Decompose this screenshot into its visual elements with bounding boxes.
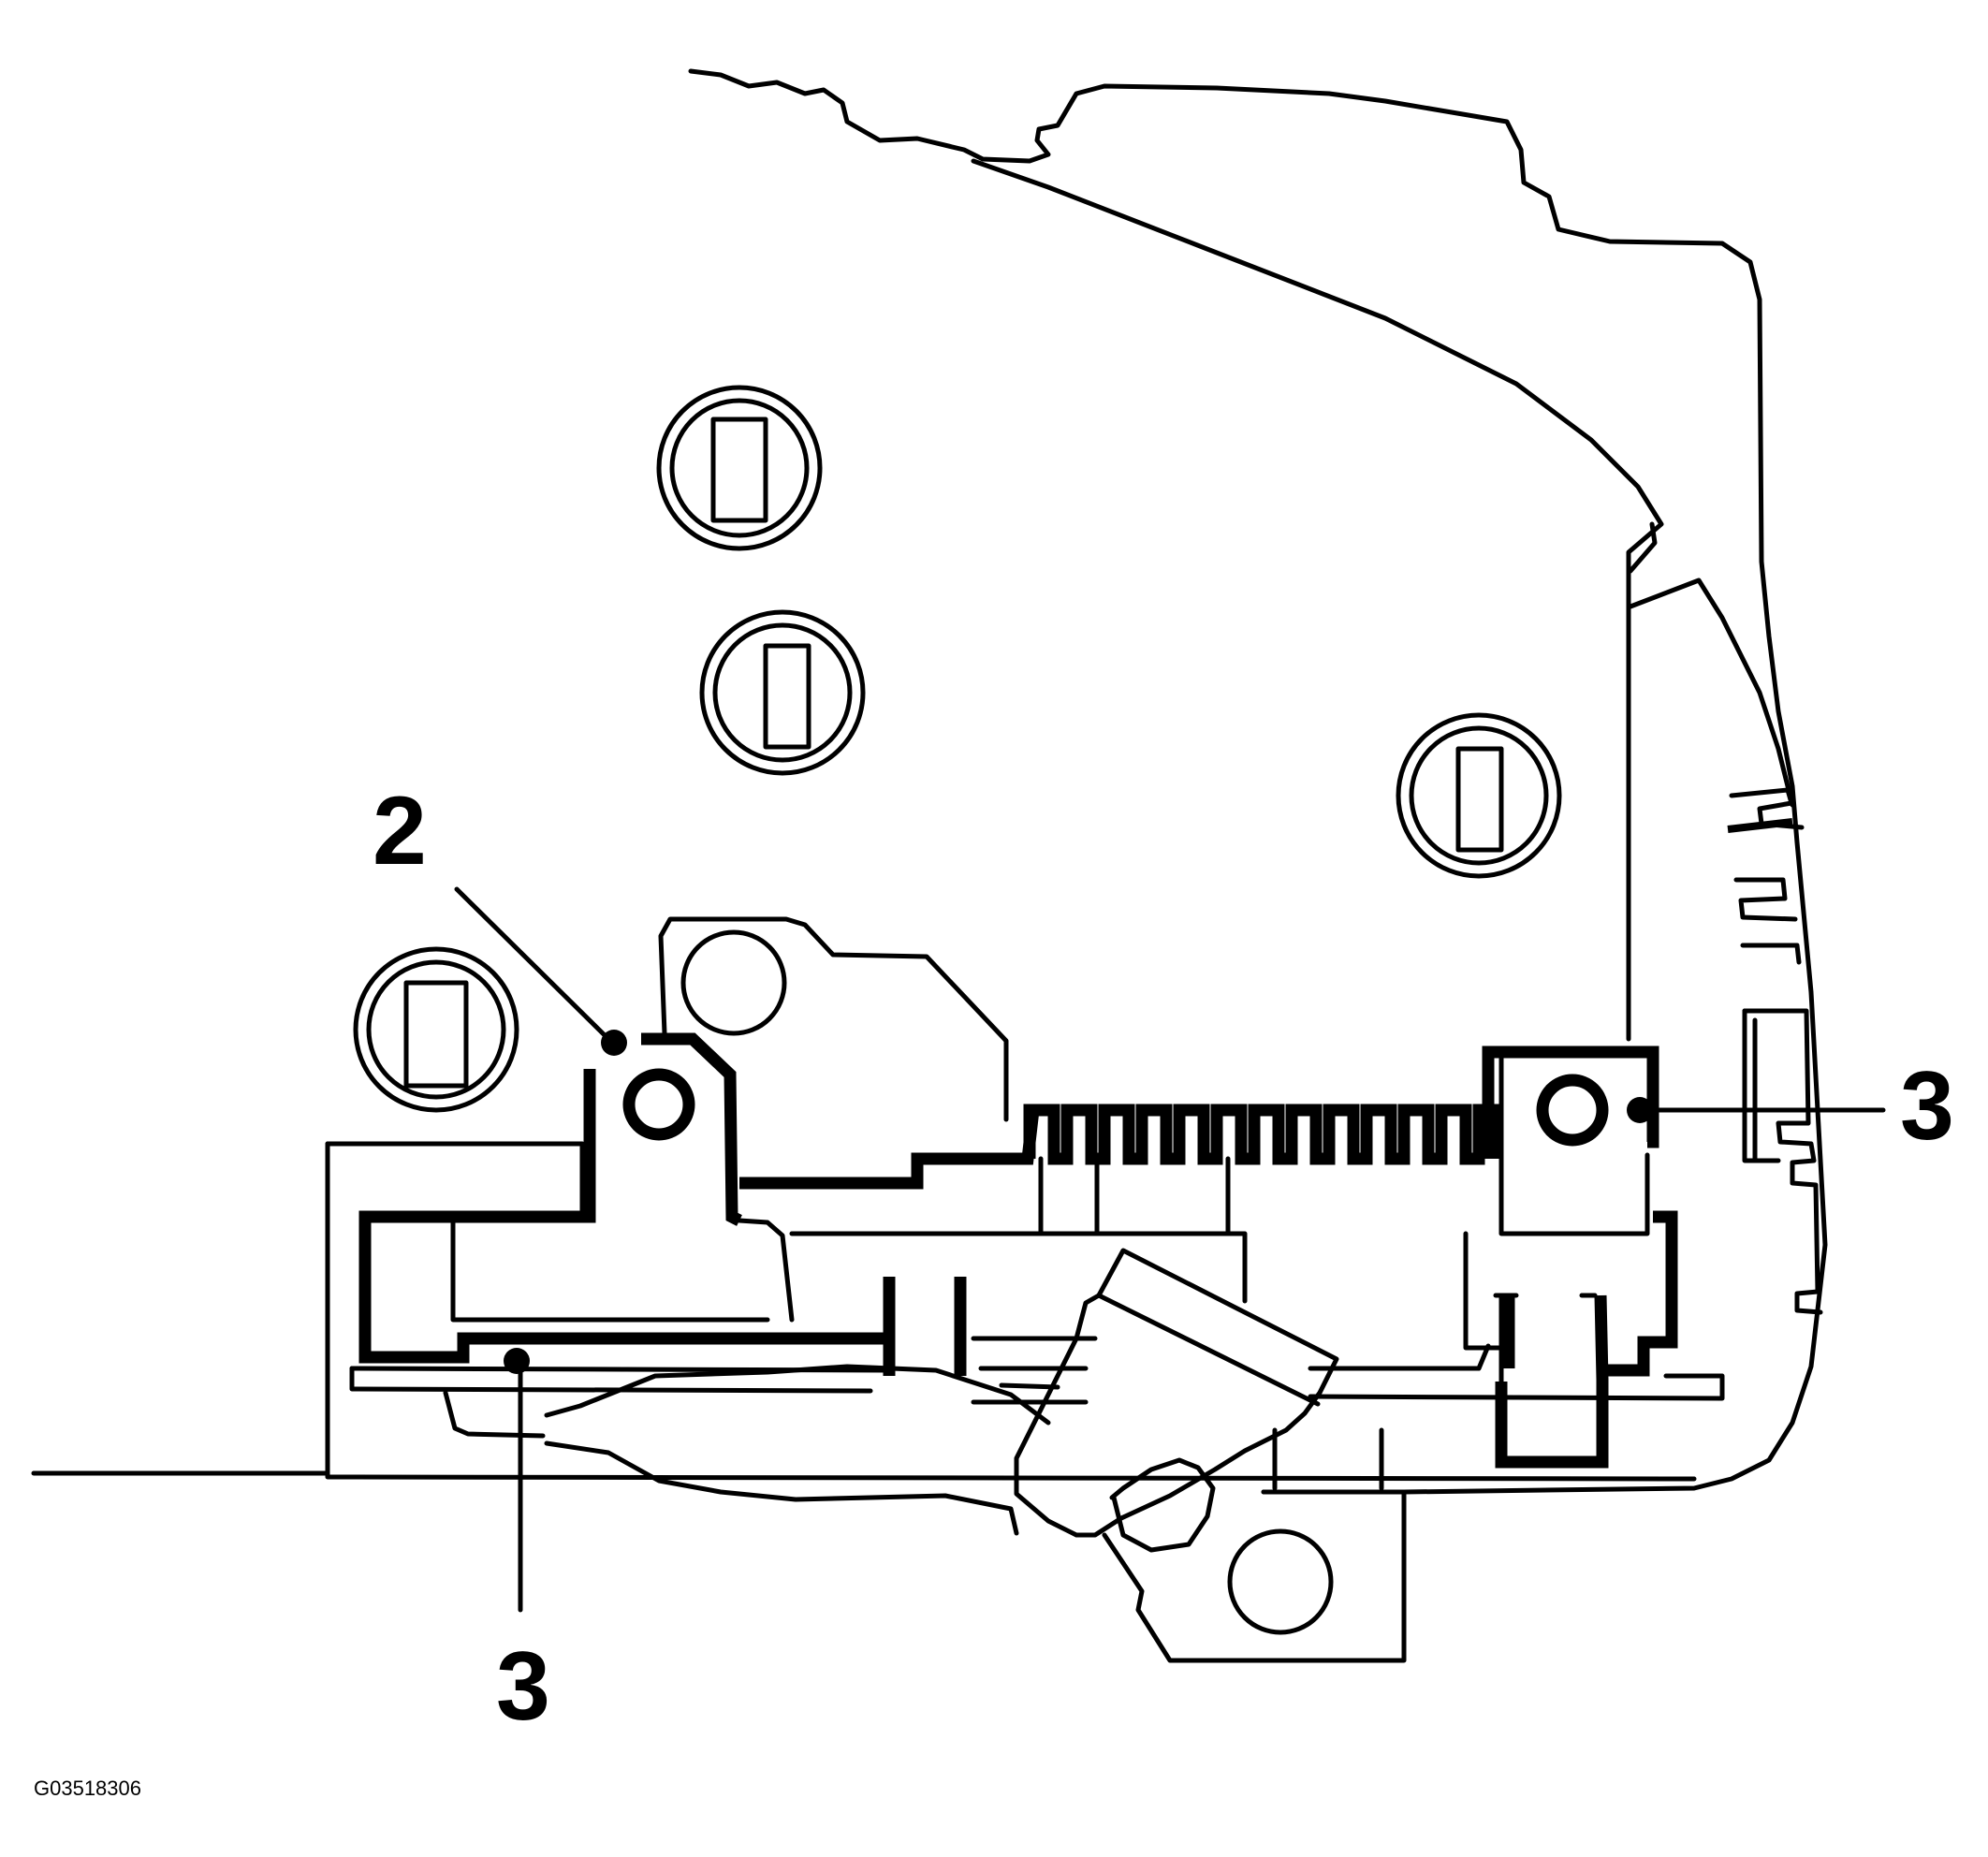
callout-3-bottom-label: 3: [496, 1632, 550, 1741]
slider-assembly: [325, 1141, 1725, 1482]
left-hole: [353, 946, 519, 1113]
upper-hole-3: [1396, 712, 1562, 879]
housing-outline: [688, 68, 1828, 1495]
release-handle: [443, 1248, 1384, 1553]
tab-edge: [1727, 787, 1823, 1315]
leader-line-callout-3-bottom: [504, 1348, 530, 1613]
leader-line-callout-2: [454, 886, 627, 1056]
callout-2-label: 2: [373, 777, 427, 885]
gear-rack: [1023, 1104, 1500, 1236]
upper-bracket: [658, 916, 1009, 1122]
upper-hole-2: [699, 609, 866, 776]
lower-plate: [1102, 1489, 1407, 1663]
drive-link: [1493, 1293, 1609, 1469]
callout-3-right-label: 3: [1900, 1052, 1954, 1161]
figure-id: G03518306: [34, 1777, 141, 1800]
upper-hole-1: [656, 385, 823, 551]
leader-line-callout-3-right: [1627, 1097, 1886, 1123]
